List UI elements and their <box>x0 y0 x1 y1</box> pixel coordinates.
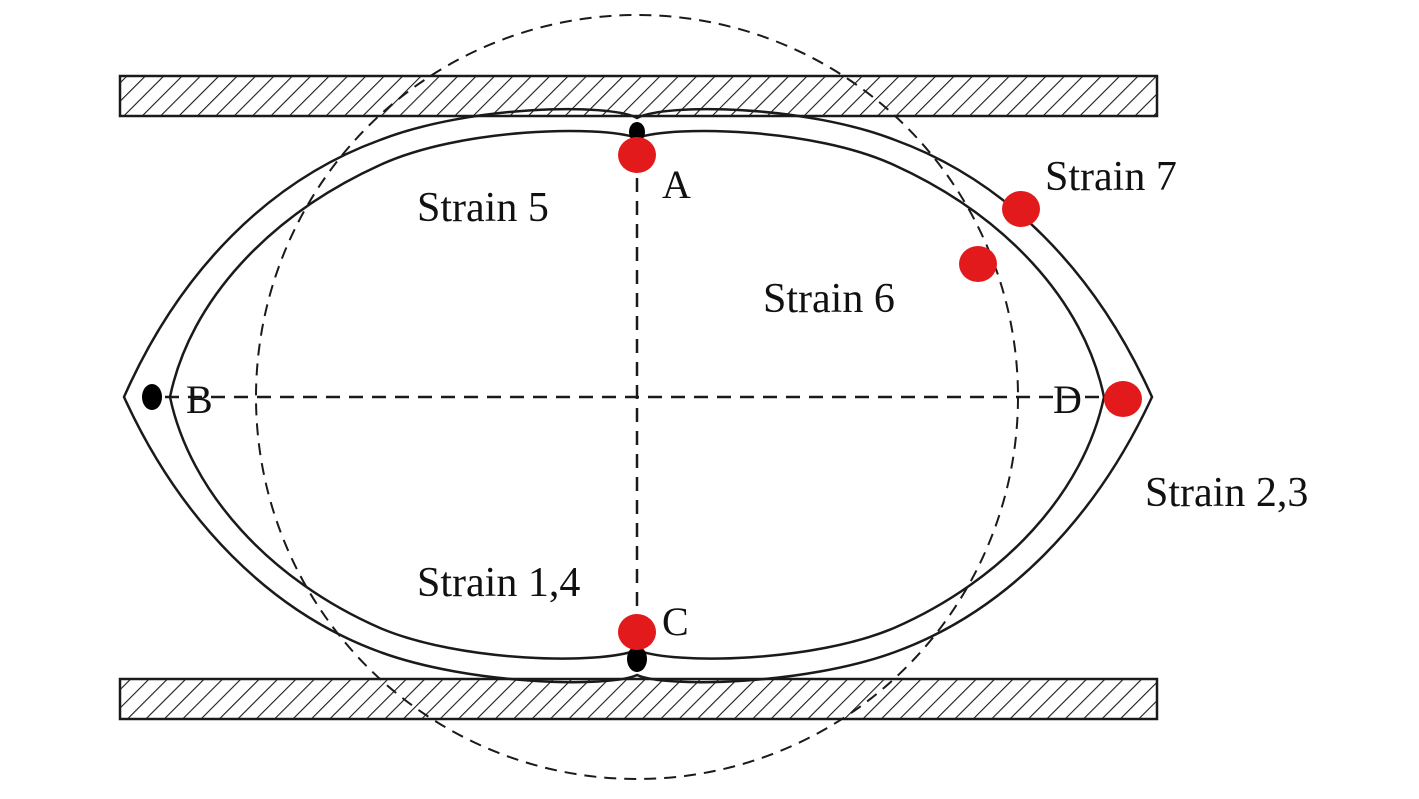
gauge-marker-strain-6 <box>959 246 997 282</box>
label-point-b: B <box>186 377 213 422</box>
label-strain-6: Strain 6 <box>763 276 895 322</box>
gauge-marker-strain-7 <box>1002 191 1040 227</box>
gauge-marker-d <box>1104 381 1142 417</box>
pin-bottom <box>627 646 647 672</box>
label-strain-1-4: Strain 1,4 <box>417 560 580 606</box>
pin-left <box>142 384 162 410</box>
bottom-plate <box>118 677 1159 721</box>
label-point-a: A <box>662 162 691 207</box>
label-strain-7: Strain 7 <box>1045 154 1177 200</box>
gauge-marker-c <box>618 614 656 650</box>
label-strain-5: Strain 5 <box>417 185 549 231</box>
label-point-c: C <box>662 599 689 644</box>
gauge-marker-a <box>618 137 656 173</box>
label-strain-2-3: Strain 2,3 <box>1145 470 1308 516</box>
top-plate <box>118 74 1159 118</box>
label-point-d: D <box>1053 377 1082 422</box>
pin-top <box>629 122 645 142</box>
